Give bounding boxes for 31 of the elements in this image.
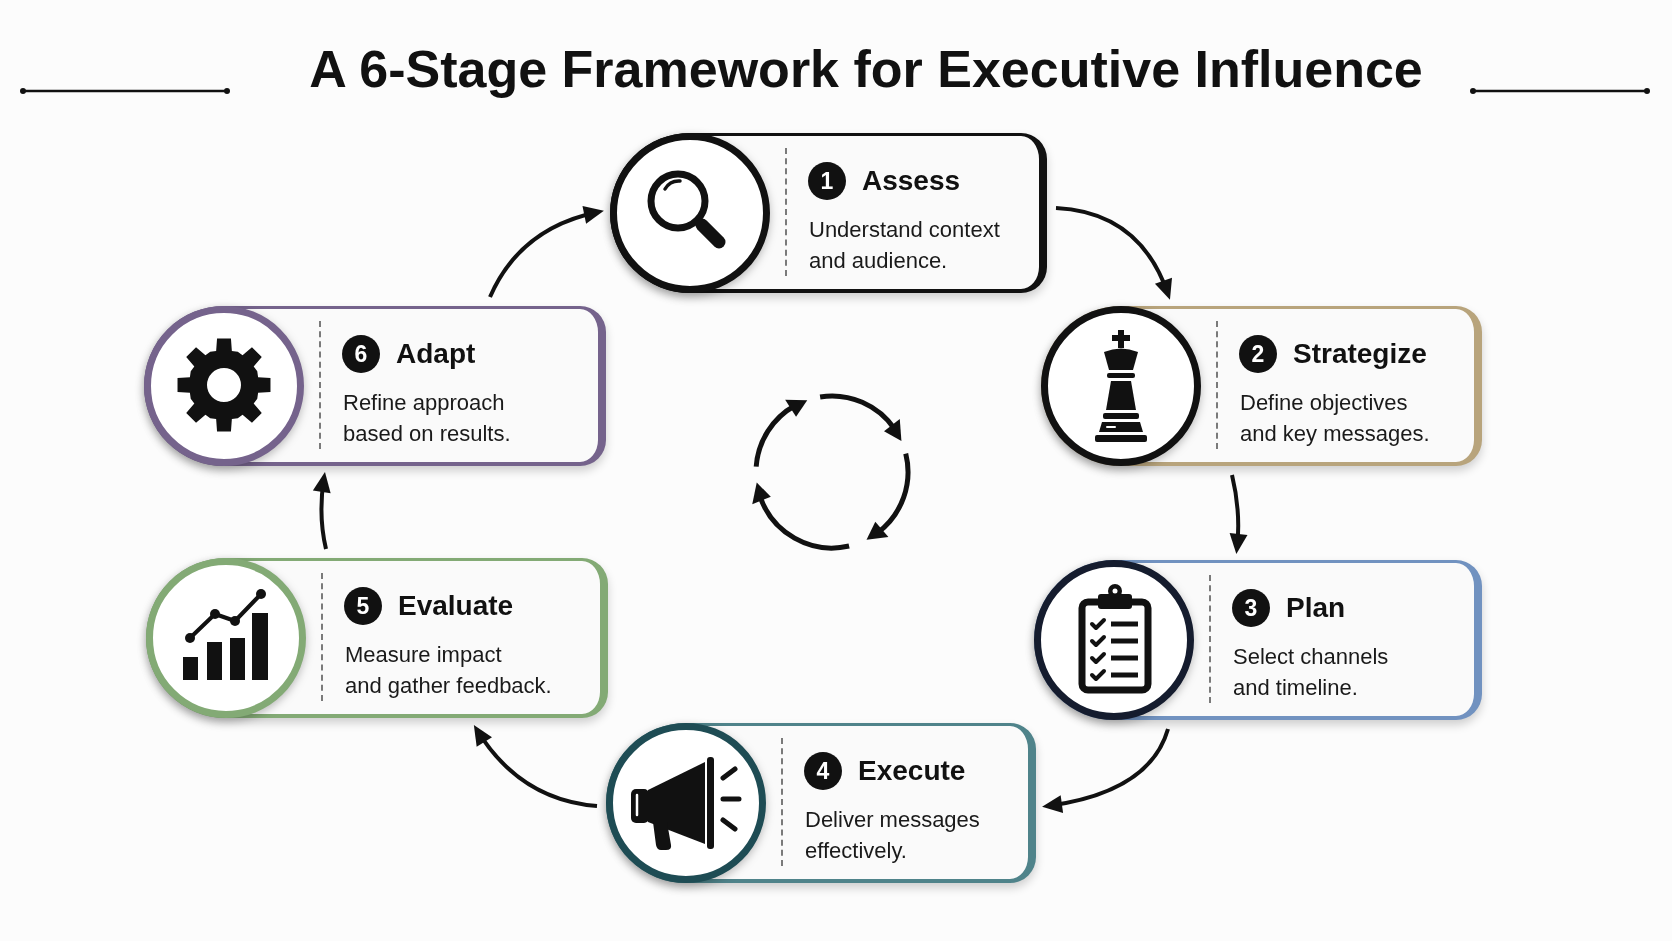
arrow [488, 206, 604, 298]
step-number: 3 [1232, 589, 1270, 627]
stage-title: Assess [862, 164, 961, 198]
stage-description: Define objectives and key messages. [1240, 389, 1430, 448]
stage-description: Deliver messages effectively. [805, 806, 980, 865]
stage-title: Adapt [396, 337, 476, 371]
diagram-title: A 6-Stage Framework for Executive Influence [309, 39, 1423, 99]
arrow [473, 725, 598, 808]
stage-title: Strategize [1293, 337, 1427, 371]
step-number: 5 [344, 587, 382, 625]
step-number: 1 [808, 162, 846, 200]
arrow [1055, 206, 1172, 300]
arrow [1229, 474, 1248, 554]
stage-card [606, 723, 1036, 883]
stage-description: Refine approach based on results. [343, 389, 511, 448]
step-number: 6 [342, 335, 380, 373]
arrow [1042, 728, 1170, 813]
step-number: 2 [1239, 335, 1277, 373]
stage-title: Evaluate [398, 589, 514, 623]
stage-card [1034, 560, 1482, 720]
stage-card [144, 306, 606, 466]
stage-card [1041, 306, 1482, 466]
stage-card [146, 558, 608, 718]
stage-title: Execute [858, 754, 966, 788]
stage-description: Select channels and timeline. [1233, 643, 1389, 702]
arrow [313, 472, 331, 550]
step-number: 4 [804, 752, 842, 790]
stage-title: Plan [1286, 591, 1346, 625]
stage-description: Understand context and audience. [809, 216, 1000, 275]
stage-card [610, 133, 1047, 293]
stage-description: Measure impact and gather feedback. [345, 641, 552, 700]
